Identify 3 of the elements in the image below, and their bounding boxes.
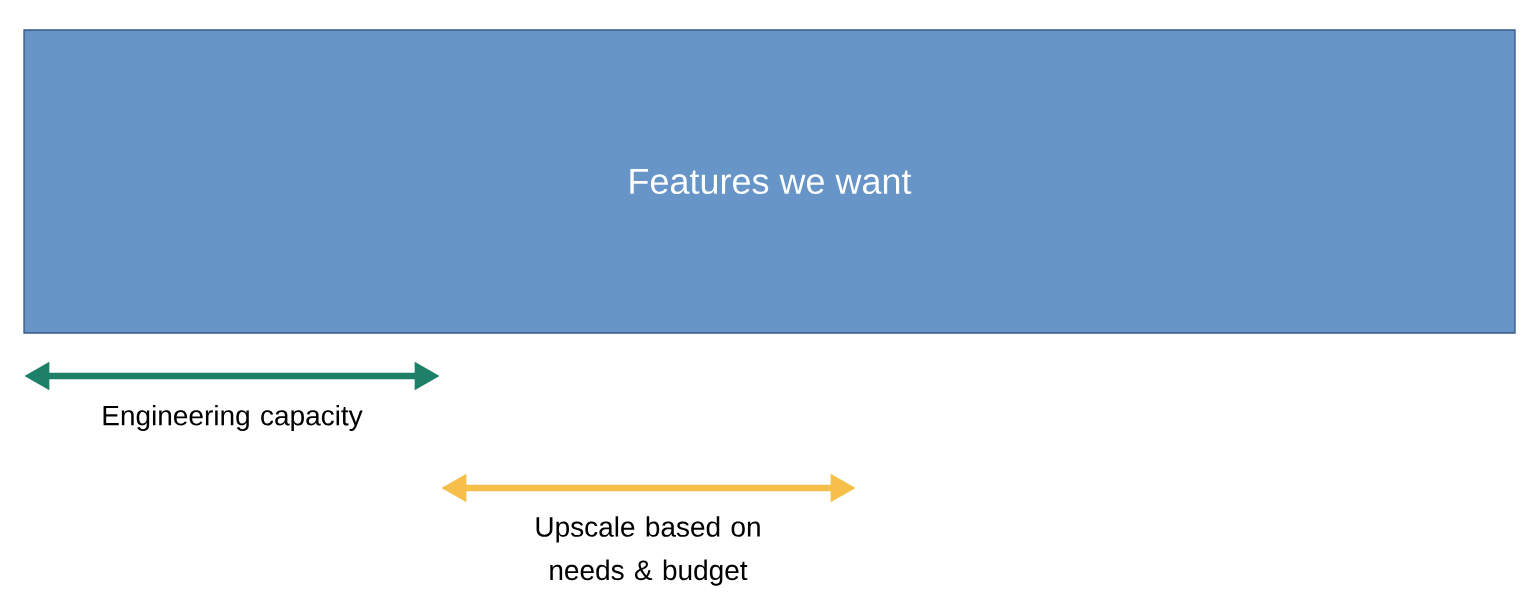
dimension-label: Upscale based on needs & budget (536, 516, 760, 586)
dimension-label: Engineering capacity (103, 404, 363, 432)
feature-box: Features we want (23, 29, 1516, 334)
